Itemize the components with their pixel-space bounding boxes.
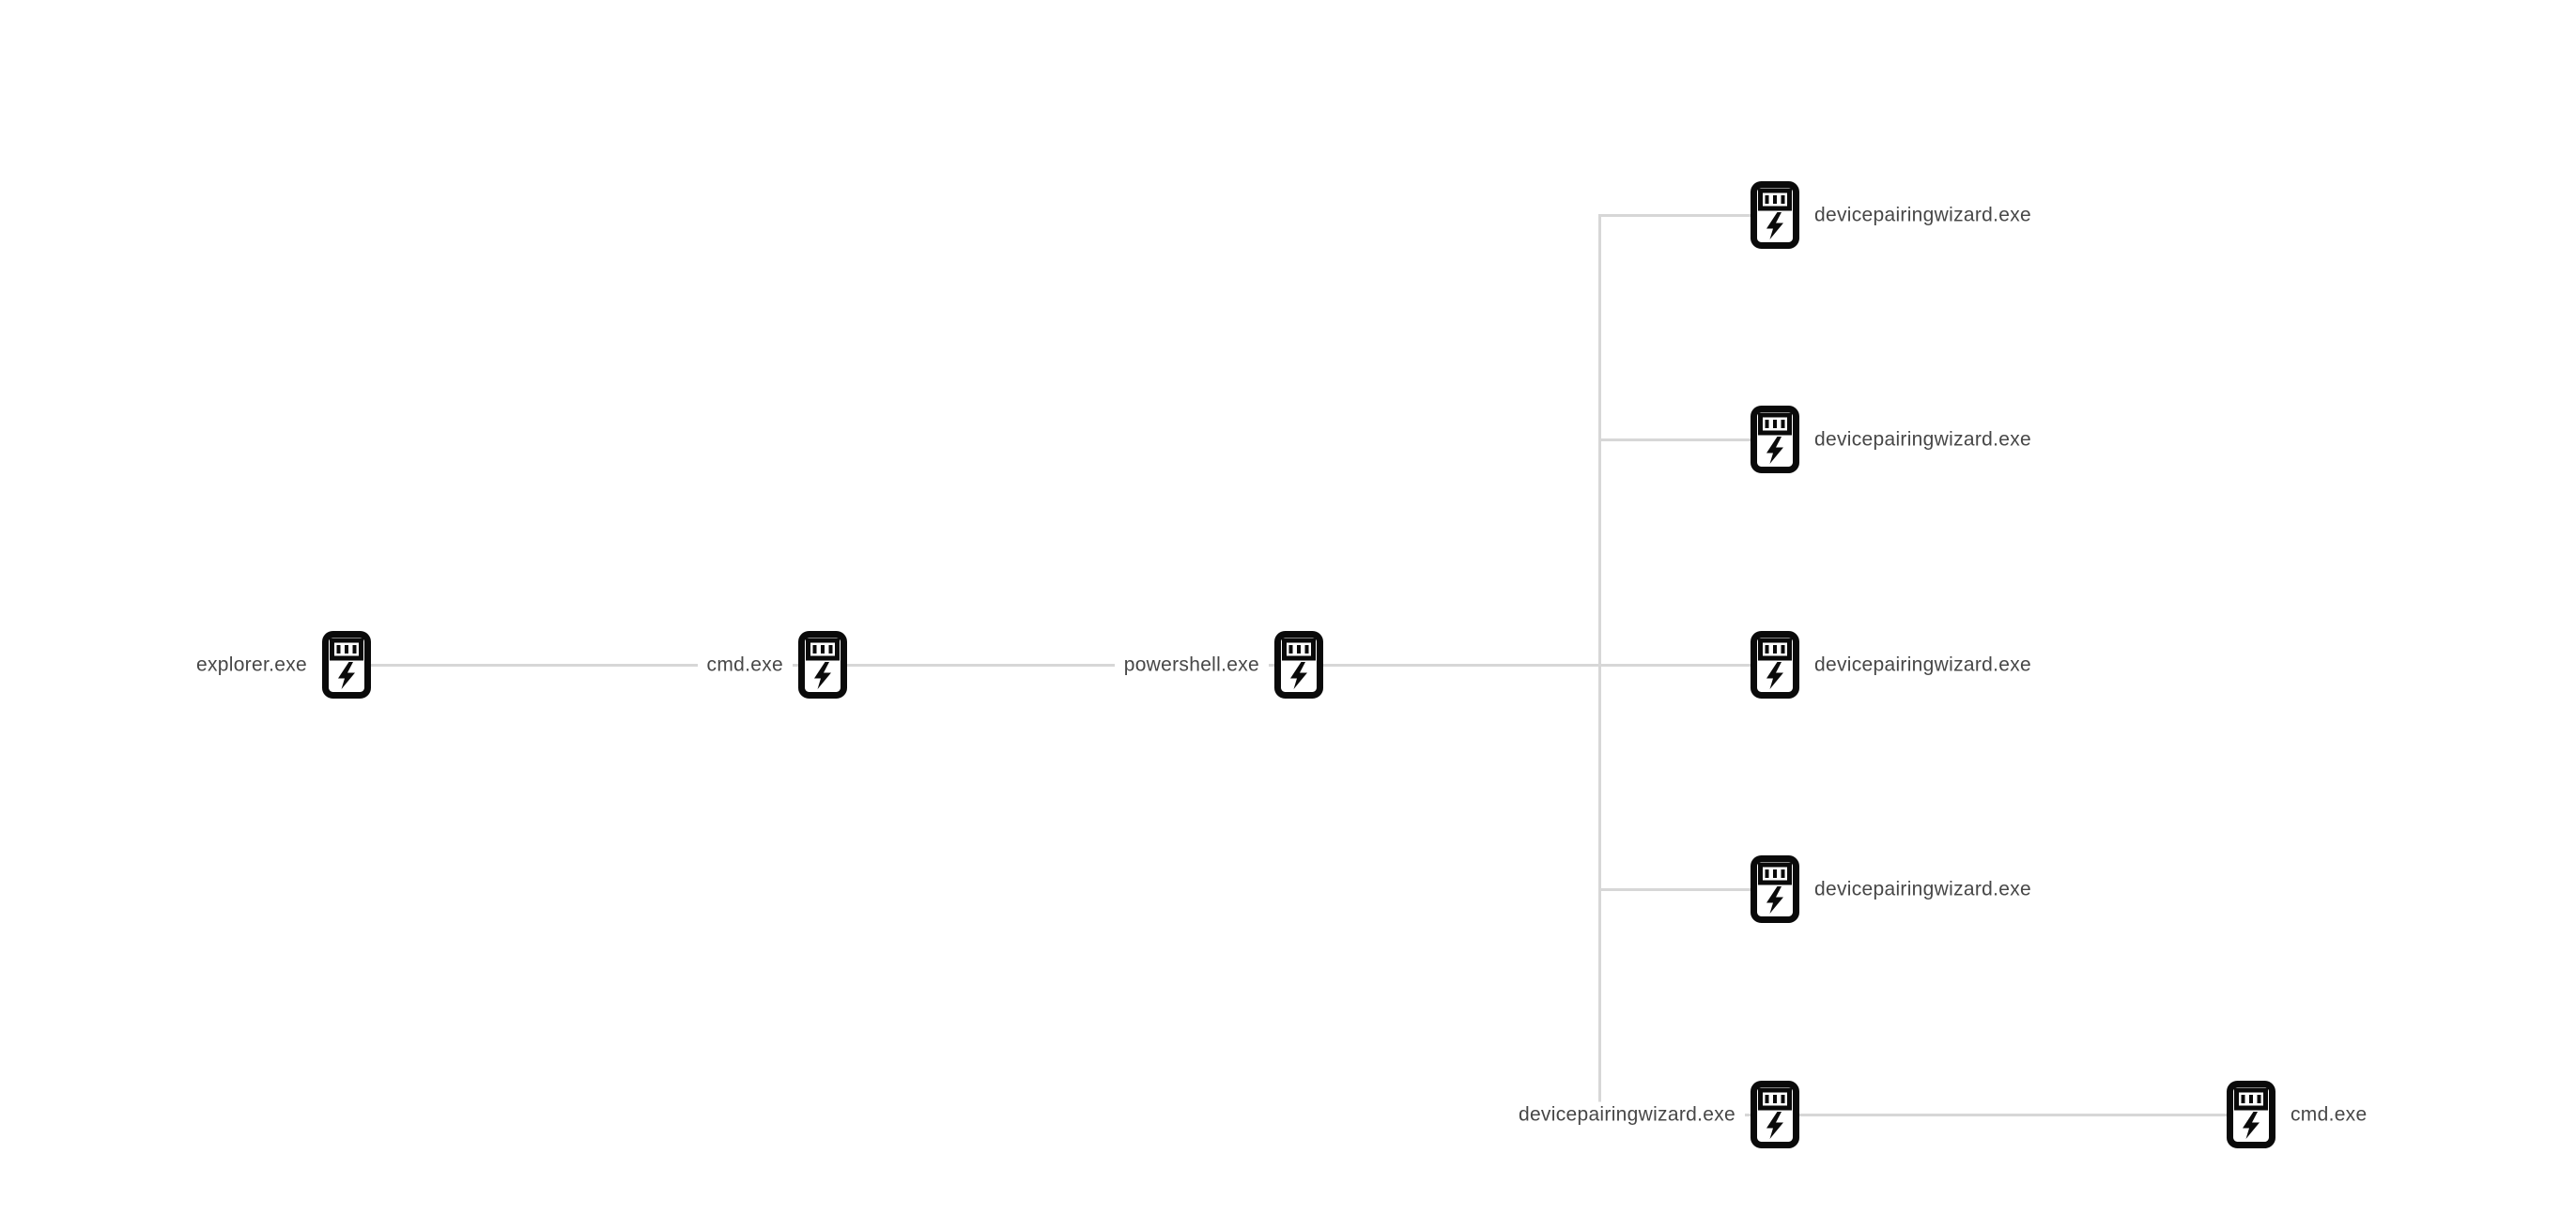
process-edge-explorer-cmd-1 — [347, 663, 823, 667]
process-name-label: devicepairingwizard.exe — [1805, 652, 2042, 678]
process-name-label: devicepairingwizard.exe — [1805, 426, 2042, 453]
executable-process-icon — [2227, 1081, 2275, 1148]
process-node-devicepairingwizard-1[interactable]: devicepairingwizard.exe — [1751, 181, 2042, 249]
process-edge-trunk-devicepairingwizard-2 — [1599, 438, 1775, 441]
process-name-label: powershell.exe — [1114, 652, 1269, 678]
executable-process-icon — [1274, 631, 1323, 699]
executable-process-icon — [322, 631, 371, 699]
process-edge-trunk-devicepairingwizard-1 — [1599, 213, 1775, 217]
process-node-cmd-1[interactable]: cmd.exe — [697, 631, 847, 699]
process-name-label: devicepairingwizard.exe — [1508, 1101, 1745, 1128]
executable-process-icon — [1751, 855, 1799, 923]
process-node-devicepairingwizard-5[interactable]: devicepairingwizard.exe — [1508, 1081, 1799, 1148]
process-name-label: devicepairingwizard.exe — [1805, 876, 2042, 902]
process-node-explorer[interactable]: explorer.exe — [186, 631, 371, 699]
process-edge-cmd-1-powershell — [823, 663, 1299, 667]
process-name-label: explorer.exe — [186, 652, 316, 678]
executable-process-icon — [1751, 1081, 1799, 1148]
executable-process-icon — [1751, 631, 1799, 699]
process-edge-trunk-devicepairingwizard-4 — [1599, 887, 1775, 891]
process-name-label: cmd.exe — [2281, 1101, 2377, 1128]
process-edge-powershell-trunk — [1299, 663, 1599, 667]
process-node-devicepairingwizard-2[interactable]: devicepairingwizard.exe — [1751, 406, 2042, 473]
process-name-label: devicepairingwizard.exe — [1805, 202, 2042, 228]
executable-process-icon — [1751, 181, 1799, 249]
process-edge-trunk-devicepairingwizard-3 — [1599, 663, 1775, 667]
process-edge-devicepairingwizard-5-cmd-2 — [1775, 1113, 2251, 1116]
executable-process-icon — [1751, 406, 1799, 473]
process-name-label: cmd.exe — [697, 652, 793, 678]
process-node-devicepairingwizard-3[interactable]: devicepairingwizard.exe — [1751, 631, 2042, 699]
process-node-powershell[interactable]: powershell.exe — [1114, 631, 1323, 699]
process-node-devicepairingwizard-4[interactable]: devicepairingwizard.exe — [1751, 855, 2042, 923]
process-node-cmd-2[interactable]: cmd.exe — [2227, 1081, 2377, 1148]
executable-process-icon — [798, 631, 847, 699]
